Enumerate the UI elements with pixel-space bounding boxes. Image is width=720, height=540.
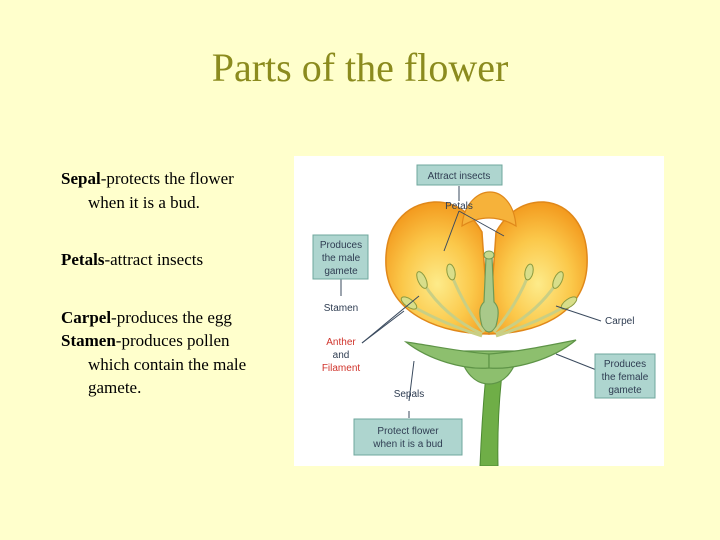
box-protect: [353, 418, 463, 456]
bullet-list: Sepal-protects the flower when it is a b…: [61, 167, 261, 400]
label-produces-female-1: Produces: [604, 359, 646, 370]
stamen-group: [411, 275, 567, 338]
label-protect-2: when it is a bud: [372, 439, 443, 450]
bullet-text: -attract insects: [104, 250, 204, 269]
petal-right: [488, 201, 588, 335]
filament: [495, 283, 558, 336]
label-produces-female-3: gamete: [608, 385, 642, 396]
bullet-term: Petals: [61, 250, 105, 269]
filament: [422, 283, 483, 336]
box-attract-insects: [416, 164, 503, 186]
petal-back: [461, 191, 517, 228]
label-anther-2: and: [333, 350, 350, 361]
box-produces-female: [594, 353, 656, 399]
label-produces-female-2: the female: [602, 372, 649, 383]
bullet-text: -produces the egg: [111, 307, 232, 327]
petal-left: [385, 201, 490, 335]
bullet-stamen: Stamen-produces pollen which contain the…: [61, 329, 261, 400]
anther: [416, 271, 428, 289]
label-anther-1: Anther: [326, 337, 356, 348]
flower-diagram: Attract insects Petals Produces the male…: [294, 156, 664, 466]
bullet-term: Stamen: [61, 331, 116, 350]
label-anther-3: Filament: [322, 363, 361, 374]
bullet-term: Carpel: [61, 307, 112, 327]
label-attract-insects: Attract insects: [428, 171, 491, 182]
leader-lines: [340, 186, 602, 418]
slide-title: Parts of the flower: [211, 45, 509, 90]
sepal-right: [488, 339, 577, 369]
stem: [479, 373, 503, 466]
bullet-term: Sepal: [61, 169, 101, 188]
label-protect-1: Protect flower: [377, 426, 439, 437]
carpel-shape: [479, 255, 499, 333]
box-produces-male: [312, 234, 369, 280]
bullet-petals: Petals-attract insects: [61, 248, 261, 272]
label-sepals: Sepals: [394, 389, 425, 400]
anther: [446, 263, 456, 281]
label-stamen: Stamen: [324, 303, 358, 314]
bullet-sepal: Sepal-protects the flower when it is a b…: [61, 167, 261, 214]
stigma: [483, 250, 495, 260]
filament: [492, 275, 530, 333]
sepal-left: [403, 341, 490, 369]
label-petals: Petals: [445, 201, 473, 212]
anther: [552, 271, 564, 289]
flower-diagram-svg: Attract insects Petals Produces the male…: [312, 164, 656, 466]
label-carpel: Carpel: [605, 316, 634, 327]
bullet-text: -produces pollen which contain the male …: [88, 331, 247, 397]
filament: [411, 304, 483, 338]
bullet-text: -protects the flower when it is a bud.: [88, 169, 234, 212]
filament: [450, 275, 486, 333]
label-produces-male-2: the male: [322, 253, 361, 264]
anther: [524, 263, 534, 281]
filament: [495, 304, 567, 338]
bullet-carpel: Carpel-produces the egg: [61, 306, 261, 330]
label-produces-male-3: gamete: [324, 266, 358, 277]
label-produces-male-1: Produces: [320, 240, 362, 251]
